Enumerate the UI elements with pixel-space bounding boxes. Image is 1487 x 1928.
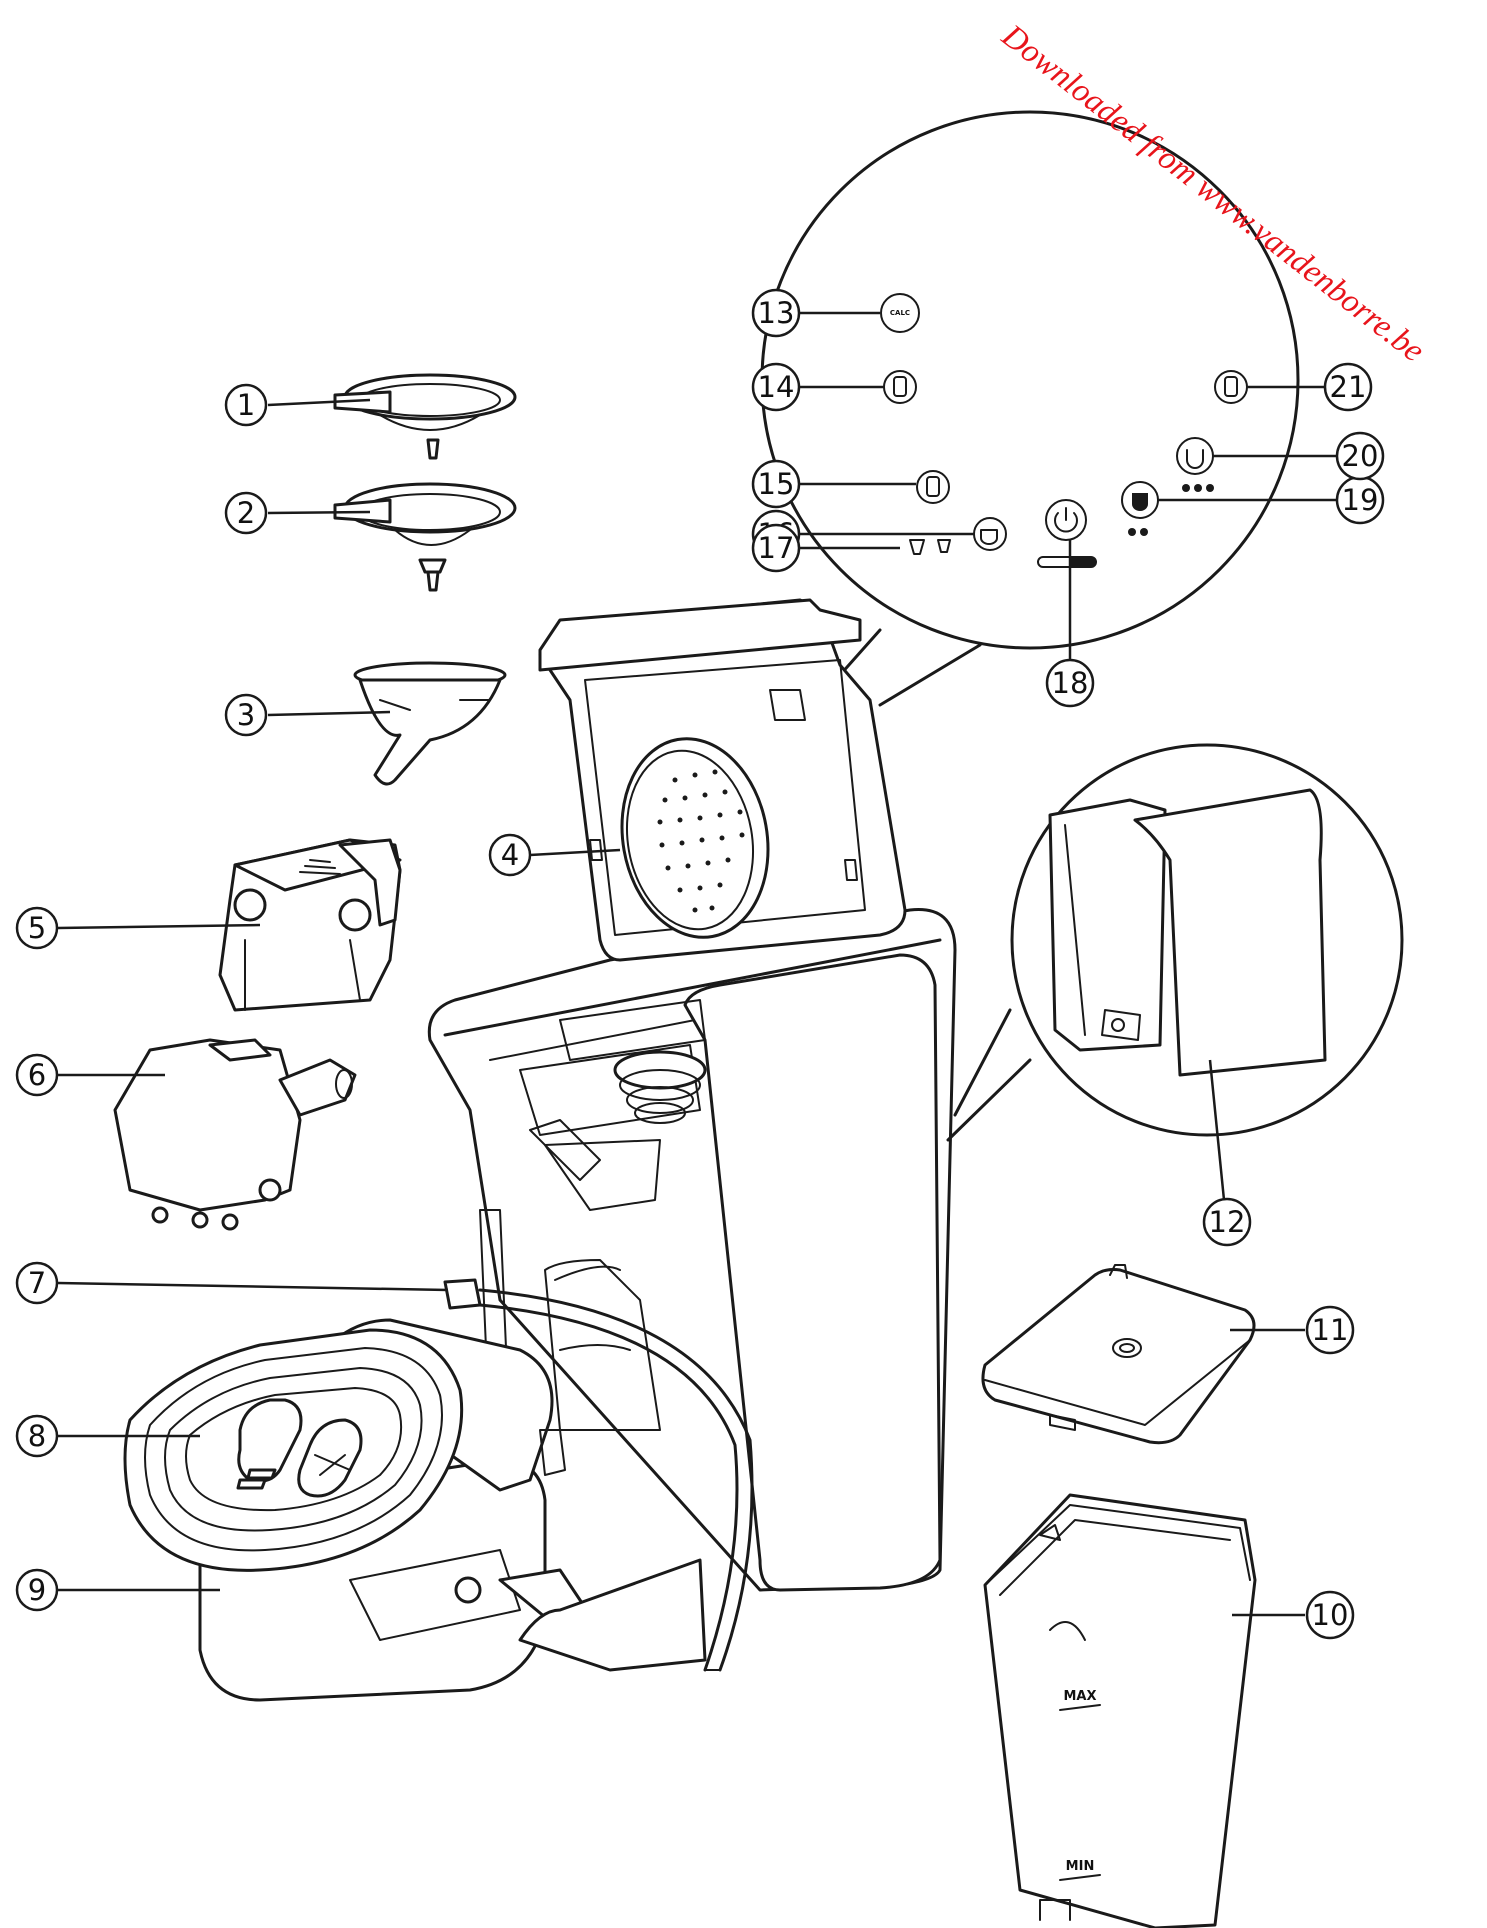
coffee-outlet-funnel [353, 661, 507, 786]
svg-text:12: 12 [1209, 1205, 1246, 1239]
svg-text:14: 14 [758, 370, 795, 404]
svg-text:7: 7 [28, 1266, 46, 1300]
callout-21: 21 [1323, 362, 1373, 412]
water-tank: MAX MIN [983, 1493, 1257, 1928]
svg-text:4: 4 [501, 838, 519, 872]
lid-with-showerhead [538, 598, 907, 962]
tank-detail-zoom [946, 743, 1404, 1142]
callout-12: 12 [1202, 1197, 1252, 1247]
svg-text:19: 19 [1342, 483, 1379, 517]
one-cup-pad-holder [333, 373, 517, 460]
callout-3: 3 [224, 693, 268, 737]
coffee-intensity-icon [1121, 481, 1214, 536]
svg-text:17: 17 [758, 531, 795, 565]
svg-text:CALC: CALC [890, 309, 910, 317]
callout-19: 19 [1335, 475, 1385, 525]
svg-text:1: 1 [237, 388, 255, 422]
callout-15: 15 [751, 459, 801, 509]
callout-4: 4 [488, 833, 532, 877]
machine-body [427, 908, 957, 1592]
svg-text:18: 18 [1052, 666, 1089, 700]
callout-6: 6 [15, 1053, 59, 1097]
milk-carafe-icon [1214, 370, 1248, 404]
svg-text:11: 11 [1312, 1313, 1349, 1347]
callout-17: 17 [751, 523, 801, 573]
svg-text:15: 15 [758, 467, 795, 501]
callout-leaders [57, 311, 1338, 1617]
two-cup-pad-holder [333, 482, 517, 592]
callout-2: 2 [224, 491, 268, 535]
callout-20: 20 [1335, 431, 1385, 481]
coffee-cup-icon [973, 517, 1007, 551]
showerhead-disc [620, 737, 770, 939]
max-fill-mark: MAX [1063, 1689, 1096, 1704]
callout-7: 7 [15, 1261, 59, 1305]
callout-13: 13 [751, 288, 801, 338]
svg-text:2: 2 [237, 496, 255, 530]
cup-size-icons [909, 539, 951, 555]
callout-5: 5 [15, 906, 59, 950]
single-cup-icon [883, 370, 917, 404]
milk-tube [443, 1278, 754, 1672]
callout-8: 8 [15, 1414, 59, 1458]
svg-text:5: 5 [28, 911, 46, 945]
milk-frother-unit [113, 1038, 357, 1231]
coffee-distribution-unit [218, 838, 402, 1012]
svg-text:13: 13 [758, 296, 795, 330]
auto-off-indicator-icon [1037, 556, 1097, 568]
drip-tray-assembly [123, 1318, 707, 1702]
double-cup-icon [916, 470, 950, 504]
drip-tray-grid [123, 1328, 464, 1572]
min-fill-mark: MIN [1066, 1859, 1095, 1874]
coffee-strength-icon [1176, 437, 1214, 475]
machine-pad-holder [613, 1050, 707, 1124]
callout-9: 9 [15, 1568, 59, 1612]
svg-text:6: 6 [28, 1058, 46, 1092]
svg-text:20: 20 [1342, 439, 1379, 473]
svg-text:3: 3 [237, 698, 255, 732]
callout-1: 1 [224, 383, 268, 427]
callout-10: 10 [1305, 1590, 1355, 1640]
power-button-icon [1045, 499, 1087, 541]
callout-14: 14 [751, 362, 801, 412]
svg-text:9: 9 [28, 1573, 46, 1607]
water-tank-lid [981, 1264, 1256, 1445]
callout-18: 18 [1045, 658, 1095, 708]
svg-text:10: 10 [1312, 1598, 1349, 1632]
calc-button-icon: CALC [880, 293, 920, 333]
svg-text:21: 21 [1330, 370, 1367, 404]
svg-text:8: 8 [28, 1419, 46, 1453]
watermark-text: Downloaded from www.vandenborre.be [994, 17, 1431, 369]
callout-11: 11 [1305, 1305, 1355, 1355]
